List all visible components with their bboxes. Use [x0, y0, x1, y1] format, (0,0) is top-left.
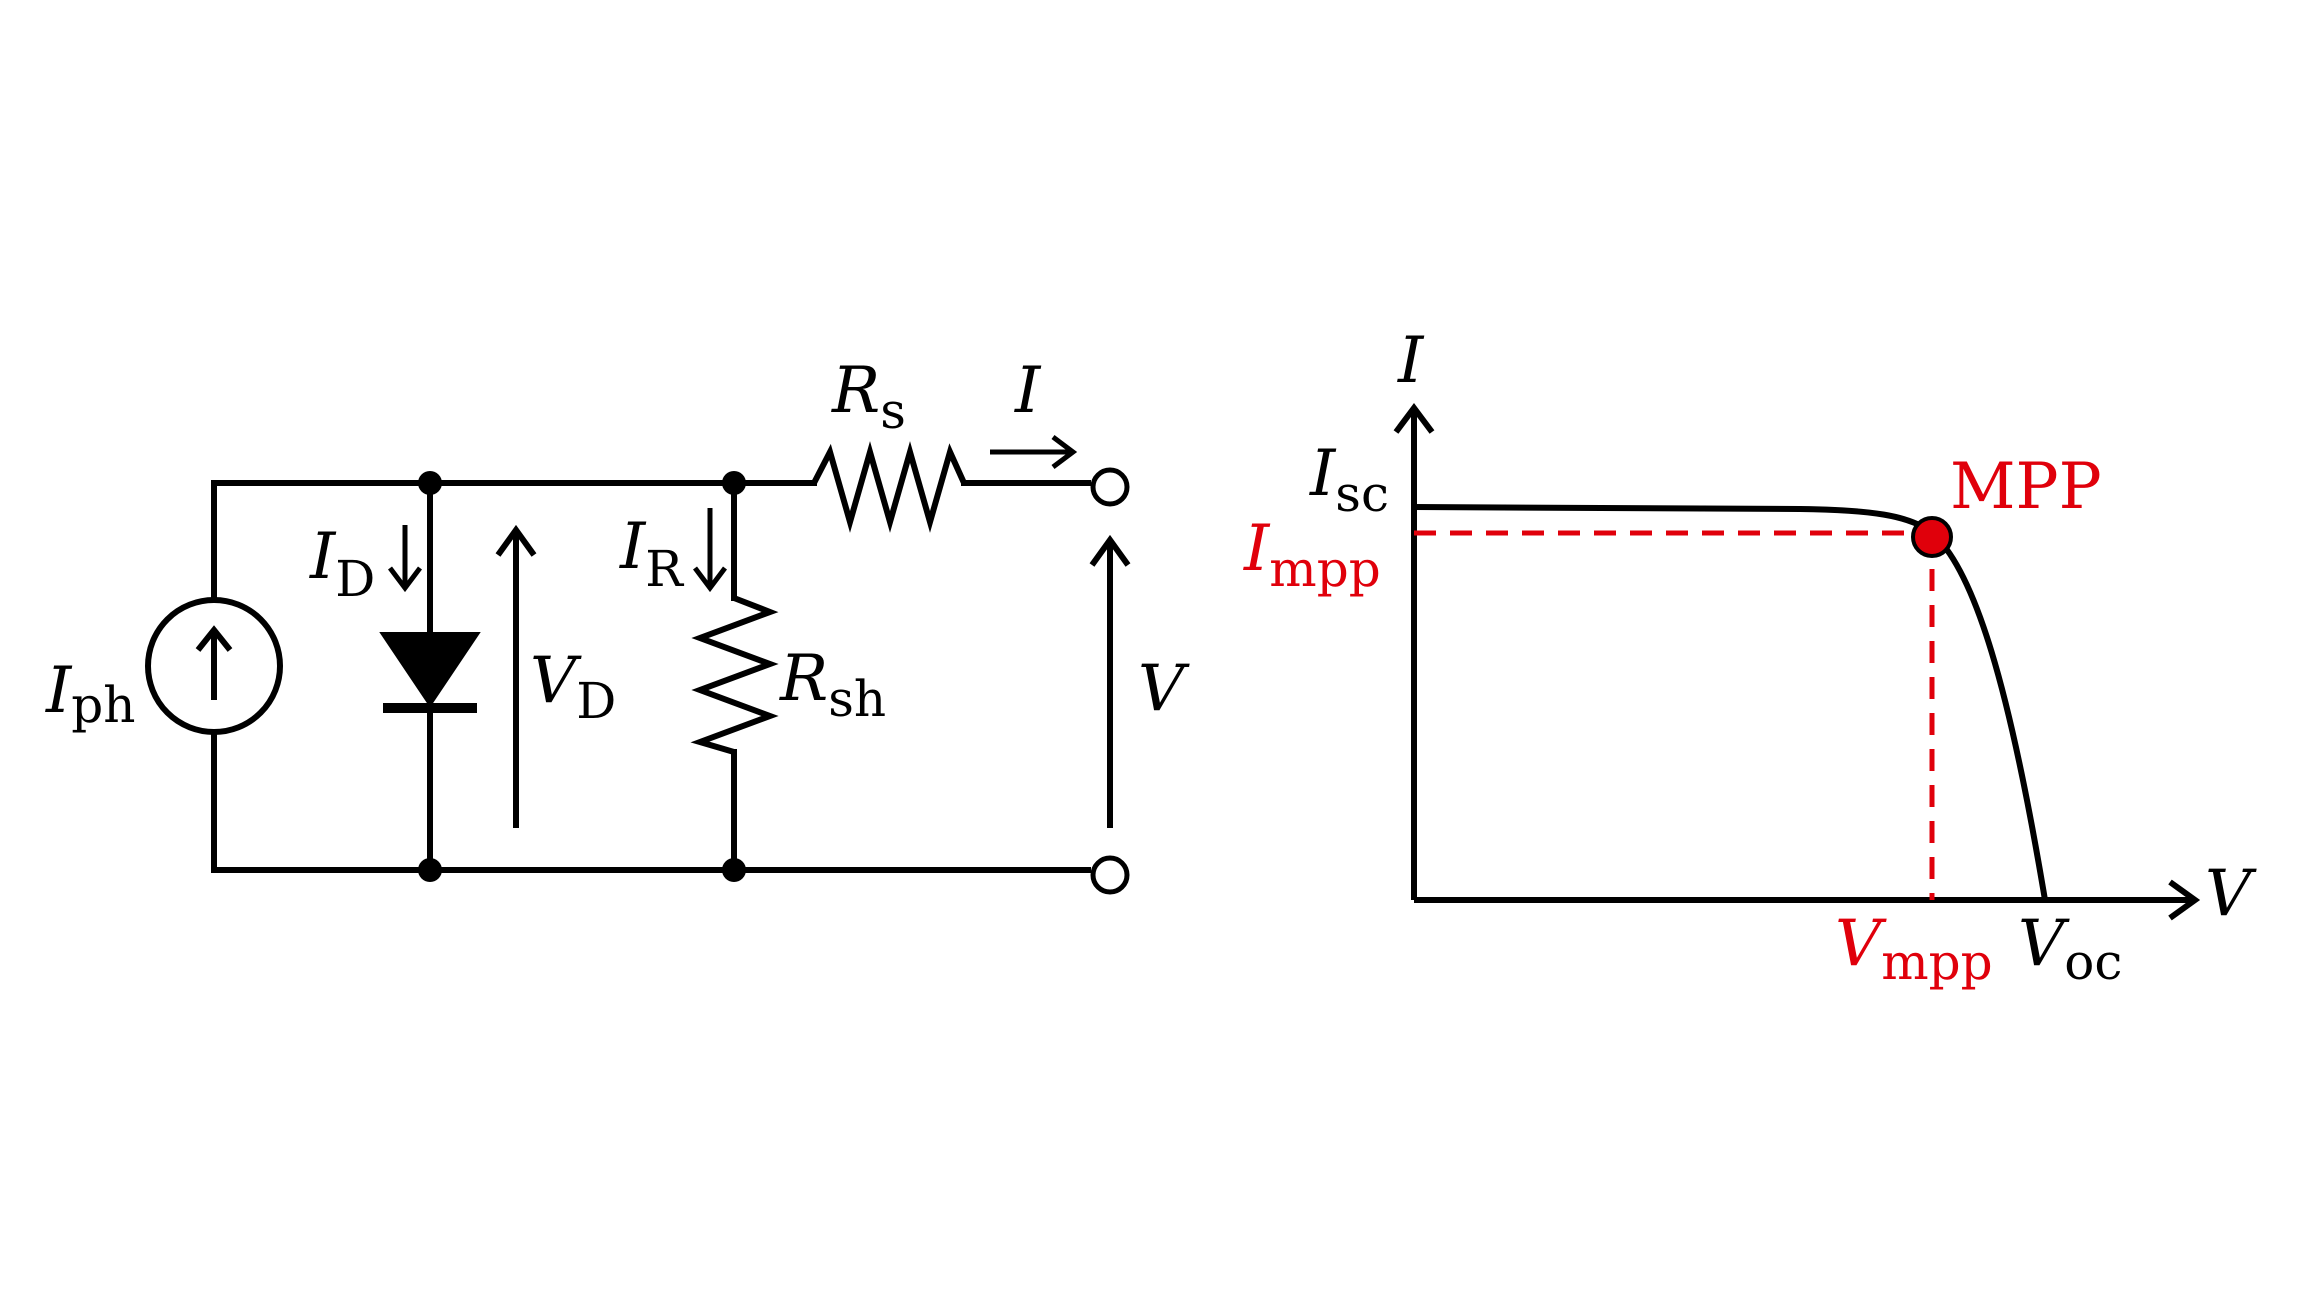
- output-voltage-arrow-icon: [1089, 534, 1131, 828]
- output-current-label: I: [1014, 354, 1042, 428]
- isc-label: Isc: [1309, 437, 1389, 523]
- shunt-current-label: IR: [619, 510, 684, 598]
- mpp-label: MPP: [1950, 450, 2102, 524]
- diode-voltage-arrow-icon: [495, 524, 537, 828]
- series-resistor-label: Rs: [831, 354, 906, 440]
- series-resistor-zigzag: [811, 441, 967, 533]
- mpp-marker: [1911, 516, 1953, 558]
- impp-label: Impp: [1243, 512, 1381, 598]
- x-axis-label: V: [2205, 857, 2257, 931]
- vmpp-label: Vmpp: [1835, 907, 1993, 991]
- iv-curve-line: [1413, 504, 2048, 901]
- output-terminal-top: [1090, 467, 1130, 507]
- x-axis: [1414, 879, 2201, 921]
- diode-symbol: [379, 632, 481, 708]
- iv-curve-plot: I V Isc Impp MPP Vmpp Voc: [1243, 324, 2257, 991]
- output-current-arrow-icon: [990, 435, 1078, 469]
- y-axis: [1393, 403, 1435, 900]
- shunt-resistor-label: Rsh: [779, 642, 886, 728]
- source-label: Iph: [45, 654, 136, 734]
- equivalent-circuit: Iph ID VD IR Rsh Rs I V: [45, 354, 1190, 895]
- junction-dot: [418, 471, 442, 495]
- current-source-arrow-icon: [195, 625, 233, 700]
- y-axis-label: I: [1397, 324, 1425, 398]
- junction-dot: [418, 858, 442, 882]
- junction-dot: [722, 858, 746, 882]
- voc-label: Voc: [2018, 907, 2122, 991]
- junction-dot: [722, 471, 746, 495]
- diode-current-label: ID: [309, 520, 375, 608]
- diode-voltage-label: VD: [530, 644, 616, 730]
- diode-current-arrow-icon: [388, 525, 422, 593]
- shunt-zigzag: [690, 595, 779, 755]
- output-voltage-label: V: [1138, 652, 1190, 726]
- output-terminal-bottom: [1090, 855, 1130, 895]
- shunt-current-arrow-icon: [693, 508, 727, 593]
